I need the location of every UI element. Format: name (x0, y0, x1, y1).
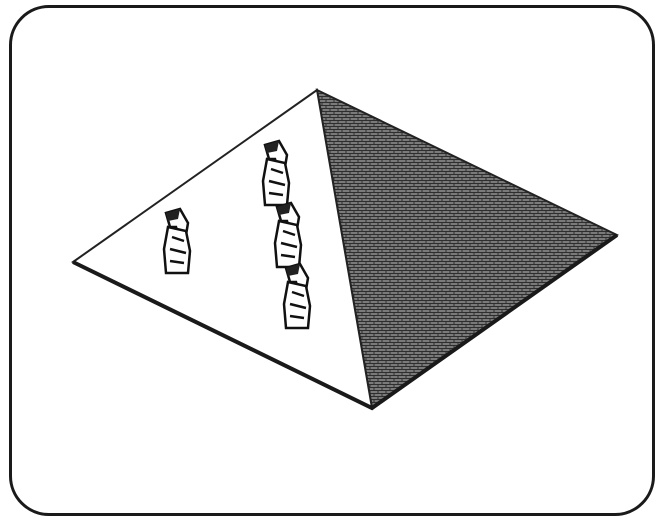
sphinx-figure-icon (275, 203, 301, 267)
sphinx-figure-icon (284, 264, 310, 328)
sphinx-figure-icon (164, 209, 190, 273)
sphinx-figure-icon (263, 141, 289, 205)
